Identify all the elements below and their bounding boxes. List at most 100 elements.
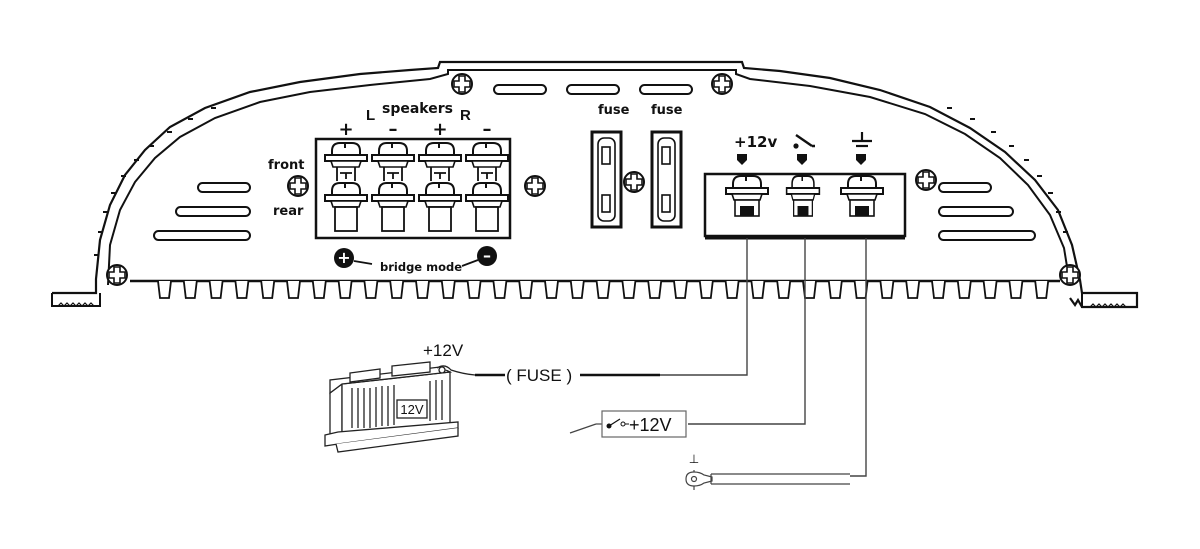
- heatsink-fin: [621, 280, 637, 299]
- heatsink-fin: [879, 280, 895, 299]
- speaker-terminal-stem: [430, 167, 450, 181]
- heatsink-fin: [466, 280, 482, 299]
- polarity-label: +: [338, 119, 353, 140]
- vent-slots: [153, 84, 1036, 241]
- right-channel-label: R: [460, 107, 471, 124]
- arrow-down-icon: [797, 154, 807, 165]
- screw-icon: [106, 264, 128, 286]
- vent-slot: [938, 206, 1014, 217]
- polarity-label: +: [432, 119, 447, 140]
- battery-terminal-label: +12V: [423, 341, 464, 360]
- remote-switch-box: +12V: [569, 410, 687, 438]
- heatsink-fin: [802, 280, 817, 299]
- ground-ring-terminal: ⊥: [685, 452, 850, 490]
- screw-icon: [451, 73, 473, 95]
- heatsink-fin: [492, 280, 508, 299]
- right-foot-thread: [1089, 303, 1127, 308]
- left-foot-thread: [57, 302, 95, 307]
- bridge-mode-indicator: + – bridge mode: [334, 246, 497, 274]
- heatsink-fin: [234, 280, 250, 299]
- fuse-holder: [590, 130, 623, 229]
- bridge-plus-icon: [334, 248, 354, 268]
- speaker-terminal-stem: [336, 167, 356, 181]
- heatsink-fin: [544, 280, 559, 299]
- bridge-plus-symbol: +: [337, 248, 350, 267]
- heatsink-fin: [750, 280, 766, 299]
- heatsink-fin: [363, 280, 379, 299]
- heatsink-fins: [157, 280, 1050, 299]
- heatsink-fin: [157, 280, 172, 299]
- amplifier-housing: [51, 60, 1139, 309]
- ground-icon: [852, 132, 872, 148]
- heatsink-fin: [905, 280, 921, 299]
- arrow-down-icon: [737, 154, 747, 165]
- fuse-holders: fuse fuse: [590, 103, 683, 229]
- battery-voltage-label: 12V: [400, 402, 423, 417]
- screw-icon: [1059, 264, 1081, 286]
- front-row-label: front: [268, 158, 304, 173]
- ground-terminal: [840, 175, 884, 217]
- speaker-terminal-base: [381, 206, 405, 232]
- battery-icon: +12V: [324, 341, 476, 453]
- heatsink-fin: [595, 280, 611, 299]
- heatsink-fin: [260, 280, 276, 299]
- bridge-minus-symbol: –: [483, 246, 491, 265]
- vent-slot: [197, 182, 251, 193]
- housing-outer-edge: [52, 60, 1139, 309]
- vent-slot: [153, 230, 251, 241]
- vent-slot: [566, 84, 620, 95]
- heatsink-fin: [698, 280, 714, 299]
- heatsink-fin: [982, 280, 998, 299]
- vent-slot: [493, 84, 547, 95]
- heatsink-fin: [1008, 280, 1024, 299]
- screw-icon: [711, 73, 733, 95]
- screw-icon: [915, 169, 937, 191]
- speaker-terminal-base: [475, 206, 499, 232]
- power-12v-label: +12v: [734, 133, 777, 151]
- screw-icon: [287, 175, 309, 197]
- vent-slot: [938, 182, 992, 193]
- fuse-inline-label: ( FUSE ): [506, 366, 572, 385]
- housing-ridges: [94, 107, 1068, 256]
- heatsink-fin: [311, 280, 327, 299]
- speaker-terminal-stem: [477, 167, 497, 181]
- power-wire: [660, 238, 748, 376]
- heatsink-fin: [182, 280, 198, 299]
- speaker-terminal-stem: [383, 167, 403, 181]
- fuse-holder: [650, 130, 683, 229]
- fuse-label: fuse: [651, 103, 683, 118]
- heatsink-fin: [389, 280, 405, 299]
- heatsink-fin: [1034, 280, 1050, 299]
- vent-slot: [639, 84, 693, 95]
- remote-terminal: [785, 175, 821, 217]
- speaker-terminal-block: speakers L R + – + – front rear: [268, 101, 512, 240]
- heatsink-fin: [827, 280, 843, 299]
- screw-icon: [524, 175, 546, 197]
- speaker-terminal-base: [428, 206, 452, 232]
- ground-symbol-label: ⊥: [689, 452, 699, 466]
- heatsink-fin: [518, 280, 534, 299]
- heatsink-fin: [337, 280, 353, 299]
- speaker-terminal-base: [334, 206, 358, 232]
- polarity-label: –: [389, 119, 398, 140]
- heatsink-fin: [286, 280, 301, 299]
- remote-wire: [688, 238, 806, 425]
- arrow-down-icon: [856, 154, 866, 165]
- left-channel-label: L: [366, 107, 375, 124]
- ground-wire: [850, 238, 867, 477]
- bridge-mode-label: bridge mode: [380, 260, 462, 274]
- screw-icon: [623, 171, 645, 193]
- heatsink-fin: [673, 280, 688, 299]
- heatsink-fin: [208, 280, 224, 299]
- fuse-label: fuse: [598, 103, 630, 118]
- heatsink-fin: [724, 280, 740, 299]
- rear-row-label: rear: [273, 204, 304, 219]
- wires: [660, 238, 867, 477]
- heatsink-fin: [956, 280, 972, 299]
- heatsink-fin: [776, 280, 792, 299]
- polarity-label: –: [483, 119, 492, 140]
- remote-voltage-label: +12V: [629, 415, 672, 435]
- bridge-minus-icon: [477, 246, 497, 266]
- heatsink-fin: [647, 280, 663, 299]
